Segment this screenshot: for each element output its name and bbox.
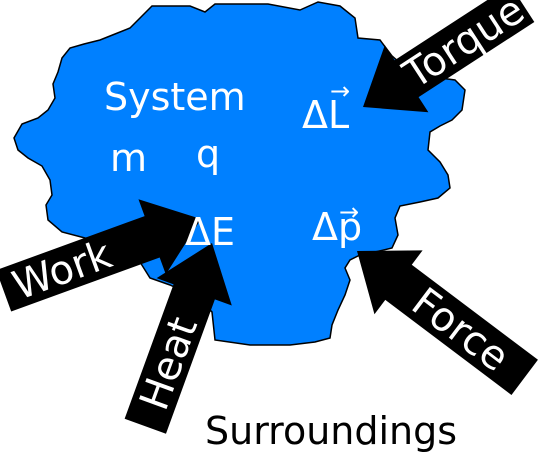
mass-symbol: m xyxy=(110,136,147,180)
momentum-vector-arrow: → xyxy=(339,198,359,226)
work-arrow-shape xyxy=(0,199,201,312)
charge-symbol: q xyxy=(196,132,220,176)
angular-momentum-vector-arrow: → xyxy=(330,77,350,105)
torque-label: Torque xyxy=(395,0,533,99)
force-label: Force xyxy=(403,279,517,381)
heat-label: Heat xyxy=(131,311,207,416)
heat-arrow-shape xyxy=(124,243,232,434)
system-label: System xyxy=(104,75,246,119)
momentum-change-label: Δp xyxy=(312,205,362,249)
surroundings-label: Surroundings xyxy=(205,409,457,453)
work-label: Work xyxy=(7,231,119,309)
force-arrow-shape xyxy=(357,250,538,395)
torque-arrow-shape xyxy=(363,0,535,113)
angular-momentum-change-label: ΔL xyxy=(302,93,349,137)
energy-change-label: ΔE xyxy=(185,210,235,254)
